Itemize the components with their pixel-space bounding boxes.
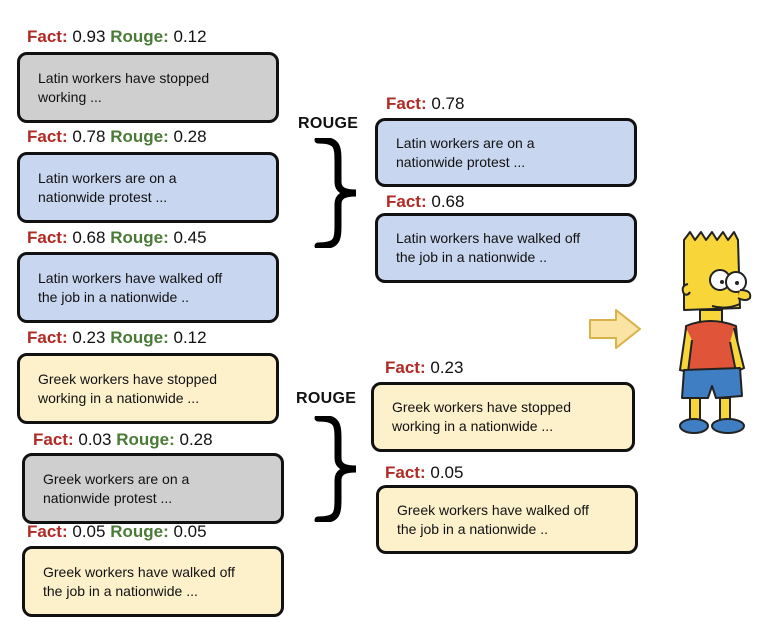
- summary-line-1: Greek workers have stopped: [38, 370, 217, 387]
- summary-line-2: the job in a nationwide ..: [396, 249, 547, 265]
- right-score-1: Fact: 0.78: [386, 94, 465, 113]
- summary-box-left-1: Latin workers have stopped working ...: [17, 52, 279, 123]
- right-curly-brace-bottom: [314, 416, 357, 522]
- cartoon-character-icon: [678, 231, 752, 434]
- fact-key: Fact: [27, 127, 62, 146]
- summary-line-1: Greek workers have walked off: [43, 563, 235, 580]
- fact-key: Fact: [386, 94, 421, 113]
- rouge-value: 0.05: [173, 522, 207, 541]
- fact-value: 0.05: [430, 463, 464, 482]
- right-score-3: Fact: 0.23: [385, 358, 464, 377]
- fact-value: 0.78: [431, 94, 465, 113]
- rouge-key: Rouge: [110, 27, 164, 46]
- right-score-2: Fact: 0.68: [386, 192, 465, 211]
- fact-key: Fact: [27, 27, 62, 46]
- fact-value: 0.68: [72, 228, 106, 247]
- summary-box-right-1: Latin workers are on a nationwide protest…: [375, 118, 637, 187]
- summary-box-left-5: Greek workers are on a nationwide protest…: [22, 453, 284, 524]
- rouge-value: 0.12: [173, 328, 207, 347]
- fact-key: Fact: [385, 463, 420, 482]
- summary-line-1: Latin workers have stopped: [38, 69, 210, 86]
- rouge-key: Rouge: [116, 430, 170, 449]
- rouge-value: 0.28: [173, 127, 207, 146]
- summary-line-2: working ...: [38, 88, 102, 105]
- summary-line-2: working in a nationwide ...: [38, 389, 200, 406]
- summary-line-1: Greek workers have walked off: [397, 501, 589, 518]
- summary-line-1: Latin workers have walked off: [396, 230, 581, 246]
- fact-value: 0.03: [78, 430, 112, 449]
- left-score-3: Fact: 0.68 Rouge: 0.45: [27, 228, 207, 247]
- rouge-key: Rouge: [110, 228, 164, 247]
- summary-line-1: Latin workers are on a: [396, 134, 535, 151]
- rouge-key: Rouge: [110, 127, 164, 146]
- left-score-4: Fact: 0.23 Rouge: 0.12: [27, 328, 207, 347]
- summary-box-left-2: Latin workers are on a nationwide protest…: [17, 152, 279, 223]
- summary-line-2: the job in a nationwide ..: [38, 288, 189, 305]
- fact-key: Fact: [27, 228, 62, 247]
- summary-line-2: the job in a nationwide ..: [397, 520, 548, 537]
- fact-value: 0.93: [72, 27, 106, 46]
- right-score-4: Fact: 0.05: [385, 463, 464, 482]
- summary-line-1: Greek workers have stopped: [392, 399, 571, 415]
- summary-box-right-4: Greek workers have walked off the job in …: [376, 485, 638, 554]
- summary-line-2: nationwide protest ...: [43, 489, 173, 506]
- left-score-1: Fact: 0.93 Rouge: 0.12: [27, 27, 207, 46]
- summary-box-left-4: Greek workers have stopped working in a n…: [17, 353, 279, 424]
- fact-value: 0.68: [431, 192, 465, 211]
- fact-key: Fact: [27, 522, 62, 541]
- summary-line-2: working in a nationwide ...: [392, 418, 554, 434]
- rouge-value: 0.45: [173, 228, 207, 247]
- fact-key: Fact: [385, 358, 420, 377]
- fact-value: 0.23: [72, 328, 106, 347]
- rouge-key: Rouge: [110, 522, 164, 541]
- rouge-label-top: ROUGE: [298, 115, 359, 132]
- fact-key: Fact: [27, 328, 62, 347]
- summary-box-left-3: Latin workers have walked off the job in …: [17, 252, 279, 323]
- summary-line-2: nationwide protest ...: [396, 153, 526, 170]
- summary-box-right-3: Greek workers have stopped working in a n…: [371, 382, 635, 452]
- summary-line-1: Latin workers are on a: [38, 169, 177, 186]
- summary-line-2: the job in a nationwide ...: [43, 582, 198, 599]
- fact-value: 0.05: [72, 522, 106, 541]
- right-curly-brace-top: [314, 138, 357, 248]
- fact-value: 0.23: [430, 358, 464, 377]
- summary-box-left-6: Greek workers have walked off the job in …: [22, 546, 284, 617]
- fact-key: Fact: [386, 192, 421, 211]
- rouge-value: 0.12: [173, 27, 207, 46]
- fact-key: Fact: [33, 430, 68, 449]
- left-score-2: Fact: 0.78 Rouge: 0.28: [27, 127, 207, 146]
- summary-line-1: Greek workers are on a: [43, 470, 190, 487]
- rouge-value: 0.28: [179, 430, 213, 449]
- summary-line-2: nationwide protest ...: [38, 188, 168, 205]
- summary-line-1: Latin workers have walked off: [38, 269, 223, 286]
- left-score-5: Fact: 0.03 Rouge: 0.28: [33, 430, 213, 449]
- fact-value: 0.78: [72, 127, 106, 146]
- rouge-key: Rouge: [110, 328, 164, 347]
- summary-box-right-2: Latin workers have walked off the job in …: [375, 213, 637, 283]
- rouge-label-bottom: ROUGE: [296, 390, 357, 407]
- left-score-6: Fact: 0.05 Rouge: 0.05: [27, 522, 207, 541]
- right-arrow-icon: [589, 309, 641, 349]
